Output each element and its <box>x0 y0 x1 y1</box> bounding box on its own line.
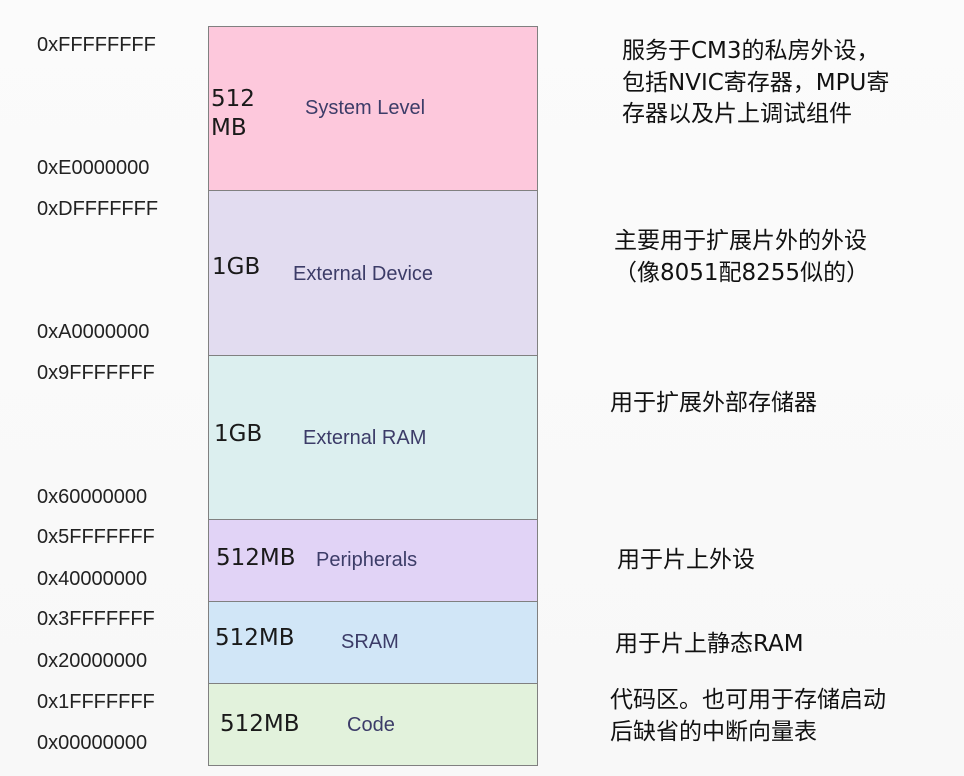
region-size: 512MB <box>220 711 300 737</box>
region-name: External RAM <box>303 427 427 449</box>
address-end: 0x1FFFFFFF <box>37 691 155 713</box>
region-size: 512 MB <box>211 86 255 141</box>
address-end: 0x5FFFFFFF <box>37 526 155 548</box>
address-end: 0x9FFFFFFF <box>37 362 155 384</box>
description-line: 主要用于扩展片外的外设 <box>614 228 867 254</box>
region-name: System Level <box>305 97 426 119</box>
region-size: 1GB <box>214 421 263 447</box>
region-description: 主要用于扩展片外的外设 （像8051配8255似的） <box>614 226 869 289</box>
description-line: 用于片上外设 <box>617 547 755 573</box>
region-size: 512MB <box>216 545 296 571</box>
description-line: 代码区。也可用于存储启动 <box>610 687 886 713</box>
description-line: （像8051配8255似的） <box>614 259 870 286</box>
region-size: 512MB <box>215 625 295 651</box>
region-description: 用于片上静态RAM <box>615 629 804 661</box>
address-end: 0x3FFFFFFF <box>37 608 155 630</box>
region-description: 代码区。也可用于存储启动 后缺省的中断向量表 <box>610 685 886 748</box>
address-start: 0x00000000 <box>37 732 148 754</box>
address-start: 0x40000000 <box>37 568 148 590</box>
region-peripherals: 512MB Peripherals <box>208 519 538 602</box>
region-name: SRAM <box>341 631 399 653</box>
address-start: 0xE0000000 <box>37 157 150 179</box>
region-description: 用于扩展外部存储器 <box>610 388 817 420</box>
region-size: 1GB <box>212 254 261 280</box>
description-line: 后缺省的中断向量表 <box>610 718 817 745</box>
address-end: 0xDFFFFFFF <box>37 198 159 220</box>
region-sram: 512MB SRAM <box>208 601 538 684</box>
description-line: 用于片上静态RAM <box>615 631 804 657</box>
address-start: 0xA0000000 <box>37 321 150 343</box>
address-start: 0x20000000 <box>37 650 148 672</box>
region-code: 512MB Code <box>208 683 538 766</box>
description-line: 存器以及片上调试组件 <box>622 101 852 128</box>
description-line: 包括NVIC寄存器，MPU寄 <box>622 69 890 96</box>
region-external-ram: 1GB External RAM <box>208 355 538 520</box>
region-name: Code <box>347 714 395 736</box>
region-external-device: 1GB External Device <box>208 190 538 356</box>
region-description: 服务于CM3的私房外设， 包括NVIC寄存器，MPU寄 存器以及片上调试组件 <box>622 36 889 131</box>
description-line: 用于扩展外部存储器 <box>610 390 817 416</box>
address-start: 0x60000000 <box>37 486 148 508</box>
region-name: Peripherals <box>316 549 418 571</box>
description-line: 服务于CM3的私房外设， <box>622 38 880 64</box>
region-name: External Device <box>293 263 434 285</box>
region-system-level: 512 MB System Level <box>208 26 538 191</box>
region-description: 用于片上外设 <box>617 545 755 577</box>
address-end: 0xFFFFFFFF <box>37 34 156 56</box>
